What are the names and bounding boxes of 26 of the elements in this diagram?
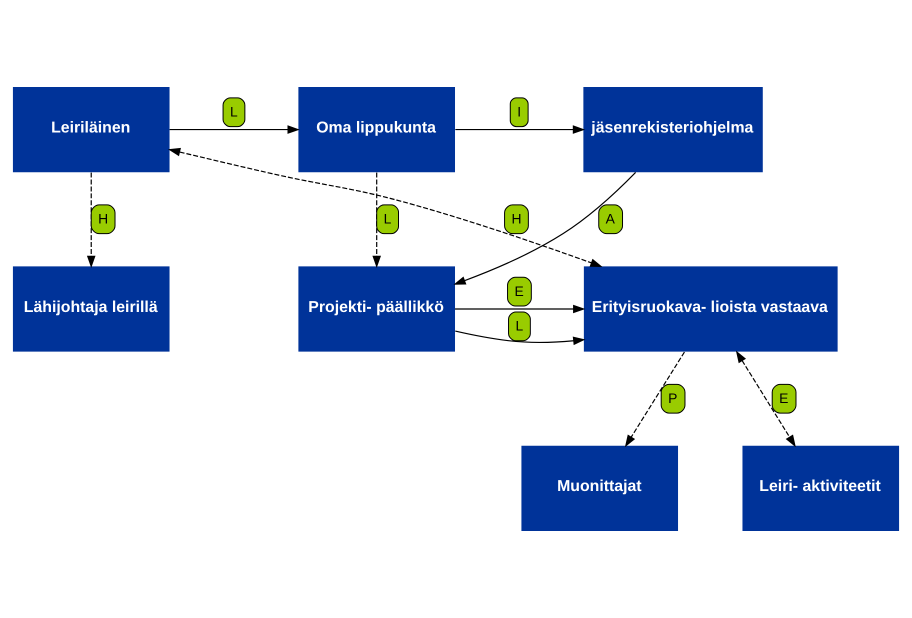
arrow	[455, 304, 586, 314]
edge-label: A	[606, 210, 615, 226]
edge-label: L	[515, 318, 524, 334]
node-box: jäsenrekisteriohjelma	[583, 86, 763, 172]
edge-label: P	[668, 390, 678, 406]
node-box: Leiri- aktiviteetit	[742, 446, 900, 532]
edge-label: E	[779, 390, 788, 406]
node-box: Leiriläinen	[12, 86, 170, 172]
arrow	[453, 172, 636, 285]
node-box: Erityisruokava- lioista vastaava	[584, 266, 838, 352]
edge-label: H	[512, 210, 522, 226]
node-box: Oma lippukunta	[298, 86, 455, 172]
edge-label: H	[98, 210, 108, 226]
node-box: Projekti- päällikkö	[298, 266, 455, 352]
edge-label: I	[517, 103, 522, 120]
arrow	[372, 172, 381, 268]
node-box: Muonittajat	[521, 446, 678, 532]
edge-label: E	[514, 282, 524, 299]
arrow	[86, 172, 96, 268]
node-box: Lähijohtaja leirillä	[12, 266, 170, 352]
arrow	[168, 148, 603, 267]
arrow	[455, 125, 586, 134]
edge-label: L	[230, 103, 238, 120]
arrow	[170, 125, 300, 134]
edge-label: L	[384, 210, 392, 226]
arrow	[455, 330, 586, 346]
